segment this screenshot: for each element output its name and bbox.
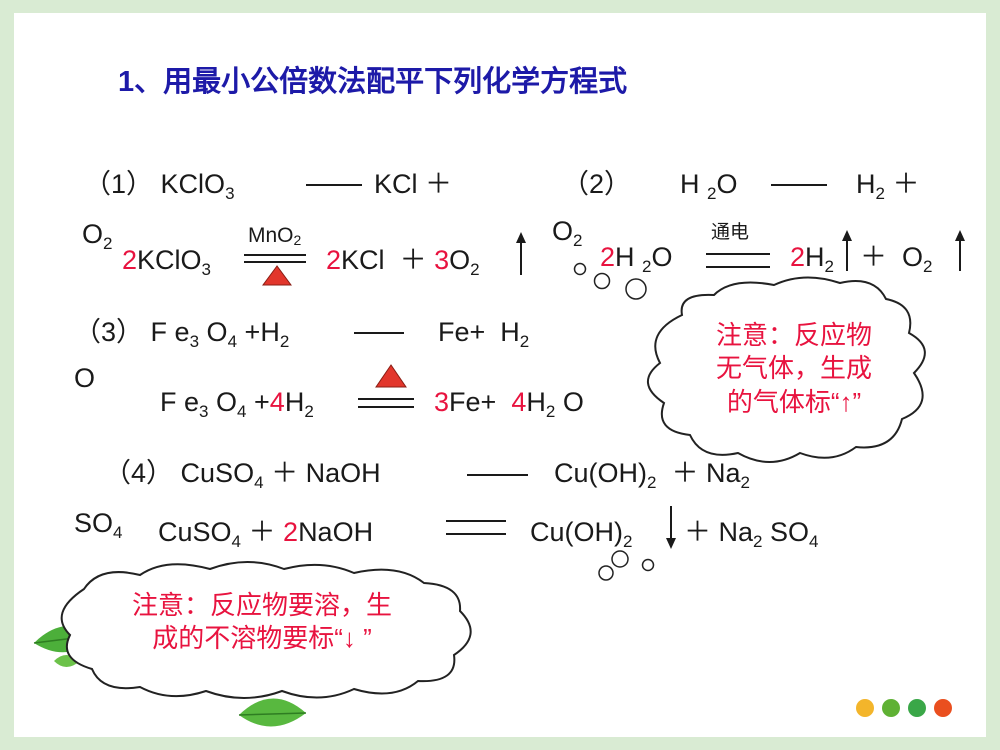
note-precipitate: 注意：反应物要溶，生 成的不溶物要标“↓ ” (131, 590, 392, 654)
gas-arrow-up-icon (842, 230, 852, 271)
problem-1-question-o2: O2 (82, 219, 113, 253)
slide: 1、用最小公倍数法配平下列化学方程式 （1） KClO3 KCl ＋ O2 Mn… (14, 13, 986, 737)
precipitate-arrow-down-icon (666, 506, 676, 549)
equation-graphics (60, 184, 965, 699)
problem-2-question-o2: O2 (552, 216, 583, 250)
problem-3-question: （3） F e3 O4 +H2 (74, 317, 290, 351)
problem-4-question-so4: SO4 (74, 508, 123, 542)
problem-2-condition: 通电 (711, 222, 750, 243)
problem-2-question: （2） (562, 171, 631, 198)
problem-4-answer-precipitate: Cu(OH)2 (530, 517, 633, 551)
problem-1-condition: MnO2 (248, 224, 302, 248)
problem-2-question-reactant: H 2O (680, 169, 738, 203)
problem-1-label: （1） (84, 169, 154, 199)
note-gas: 注意：反应物 无气体，生成 的气体标“↑” (715, 320, 872, 417)
problem-1-answer-reactant: 2KClO3 (122, 245, 212, 279)
nav-dot-3[interactable] (908, 699, 926, 717)
nav-dot-1[interactable] (856, 699, 874, 717)
problem-2-answer-h2: 2H2 (790, 242, 834, 276)
problem-2-answer-reactant: 2H 2O (600, 242, 673, 276)
heating-triangle-icon (262, 265, 292, 286)
problem-2-answer-o2: ＋ O2 (860, 242, 933, 276)
heating-triangle-icon (375, 364, 407, 388)
nav-dot-4[interactable] (934, 699, 952, 717)
problem-3-question-o: O (74, 363, 96, 393)
problem-1-question: （1） KClO3 (84, 169, 235, 203)
problem-3-label: （3） (74, 317, 144, 347)
page-title: 1、用最小公倍数法配平下列化学方程式 (118, 66, 628, 98)
problem-2-label: （2） (562, 169, 632, 199)
problem-1-question-product: KCl ＋ (374, 169, 453, 199)
gas-arrow-up-icon (516, 232, 526, 275)
problem-4-question: （4） CuSO4 ＋ NaOH (104, 458, 381, 492)
thought-cloud-gas (573, 262, 926, 463)
problem-2-question-products: H2 ＋ (856, 169, 920, 203)
problem-4-question-products: Cu(OH)2 ＋ Na2 (554, 458, 750, 492)
problem-1-answer-products: 2KCl ＋ 3O2 (326, 245, 480, 279)
problem-3-question-products: Fe+ H2 (438, 317, 530, 351)
thought-cloud-precipitate (60, 550, 655, 699)
problem-3-answer-reactants: F e3 O4 +4H2 (160, 387, 314, 421)
problem-4-answer-reactants: CuSO4 ＋ 2NaOH (158, 517, 374, 551)
problem-3-answer-products: 3Fe+ 4H2 O (434, 387, 584, 421)
nav-dot-2[interactable] (882, 699, 900, 717)
gas-arrow-up-icon (955, 230, 965, 271)
problem-4-answer-na2so4: ＋ Na2 SO4 (684, 517, 819, 551)
leaf-icon (238, 698, 307, 727)
problem-4-label: （4） (104, 458, 174, 488)
